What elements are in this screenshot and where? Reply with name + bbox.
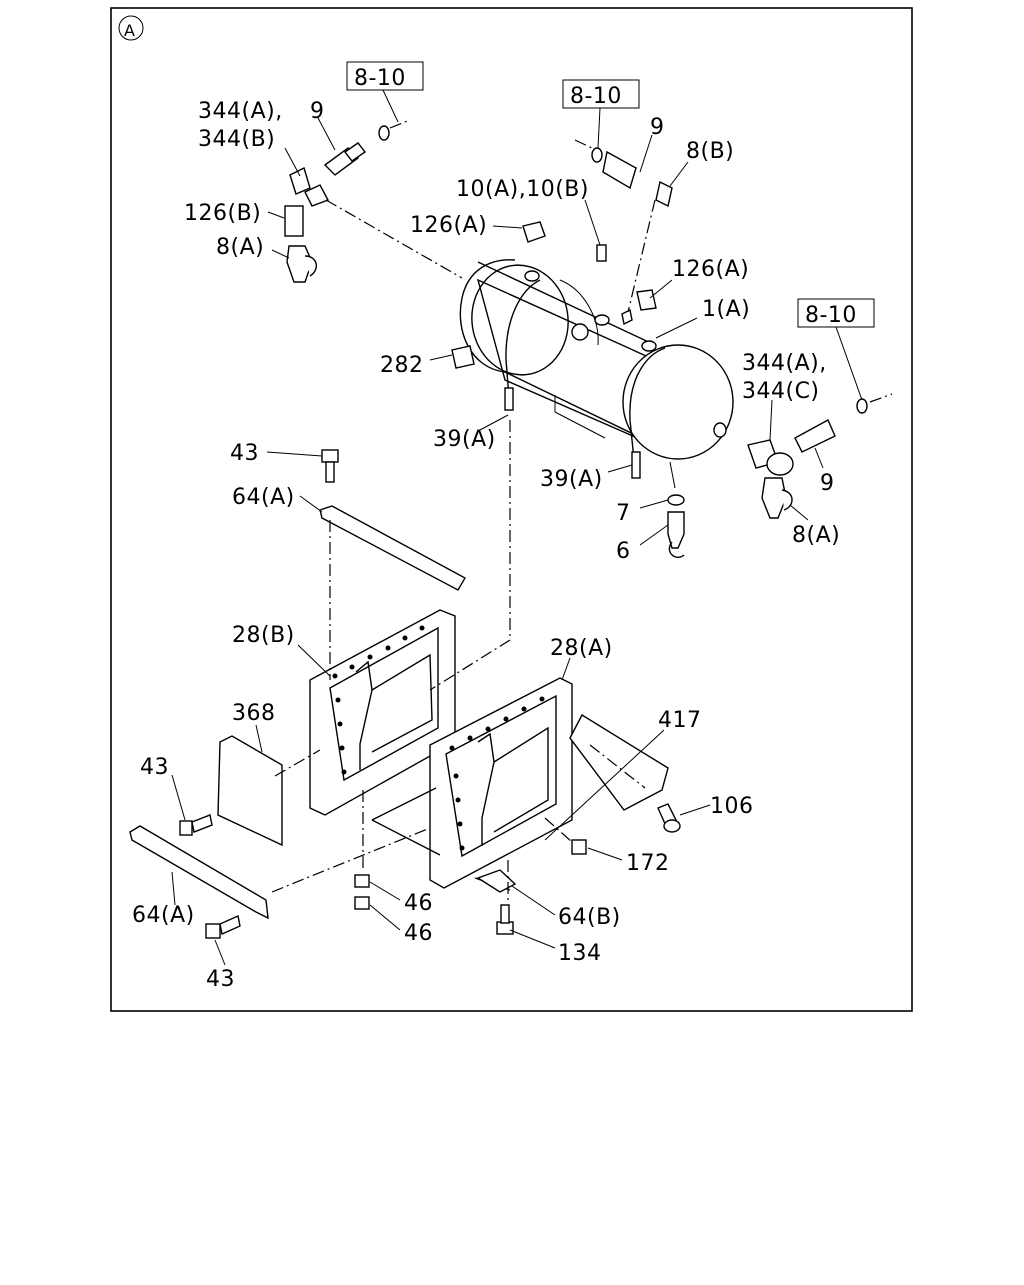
callout-6: 6	[616, 539, 631, 564]
bolt-134	[496, 904, 514, 935]
plate-368	[217, 735, 283, 847]
callout-64b: 64(B)	[558, 905, 621, 930]
callout-8a-top-left: 8(A)	[216, 235, 264, 260]
nut-46-a	[354, 874, 370, 888]
callout-9-right: 9	[820, 471, 835, 496]
fitting-group-top-right	[451, 147, 673, 369]
callout-368: 368	[232, 701, 276, 726]
callout-7: 7	[616, 501, 631, 526]
section-ref-3-label: 8-10	[805, 303, 857, 328]
callout-46-b: 46	[404, 921, 433, 946]
callout-344a-top-left: 344(A),	[198, 99, 283, 124]
tank-strap-left	[505, 279, 541, 411]
callout-106: 106	[710, 794, 754, 819]
callout-8b: 8(B)	[686, 139, 734, 164]
section-ref-3: 8-10	[797, 298, 875, 328]
view-marker-label: A	[124, 21, 135, 40]
nut-46-b	[354, 896, 370, 910]
strap-thread-left	[504, 387, 514, 411]
callout-labels: 344(A), 9 344(B) 126(B) 8(A) 10(A),10(B)…	[132, 99, 840, 992]
callout-43-left: 43	[140, 755, 169, 780]
section-ref-2: 8-10	[562, 79, 640, 109]
nut-172	[571, 839, 587, 855]
air-tank	[459, 259, 734, 489]
callout-126a-right: 126(A)	[672, 257, 749, 282]
bolt-43-top	[321, 449, 339, 483]
bolt-106	[657, 803, 681, 833]
drain-valve	[667, 494, 685, 559]
callout-282: 282	[380, 353, 424, 378]
callout-8a-right: 8(A)	[792, 523, 840, 548]
tank-strap-right	[629, 347, 666, 471]
callout-9-top-right: 9	[650, 115, 665, 140]
fitting-group-right	[747, 398, 868, 519]
callout-43-bottom: 43	[206, 967, 235, 992]
frame-holes	[332, 625, 545, 851]
leader-lines	[171, 89, 863, 966]
callout-344c: 344(C)	[742, 379, 820, 404]
callout-344b: 344(B)	[198, 127, 275, 152]
callout-9-top-left: 9	[310, 99, 325, 124]
callout-126a-top: 126(A)	[410, 213, 487, 238]
callout-344a-right: 344(A),	[742, 351, 827, 376]
section-ref-1-label: 8-10	[354, 66, 406, 91]
callout-28b: 28(B)	[232, 623, 295, 648]
frame-28b	[309, 609, 456, 816]
callout-39a-left: 39(A)	[433, 427, 496, 452]
fitting-group-top-left	[284, 125, 390, 283]
bracket-64a-top	[319, 505, 466, 591]
callout-39a-right: 39(A)	[540, 467, 603, 492]
callout-46-a: 46	[404, 891, 433, 916]
callout-126b: 126(B)	[184, 201, 261, 226]
callout-28a: 28(A)	[550, 636, 613, 661]
bracket-64a-bottom	[129, 825, 269, 920]
frame-28a	[429, 677, 573, 889]
callout-1a: 1(A)	[702, 297, 750, 322]
center-lines	[271, 119, 893, 900]
callout-64a-top: 64(A)	[232, 485, 295, 510]
bolt-43-left	[179, 814, 213, 836]
callout-10a-10b: 10(A),10(B)	[456, 177, 589, 202]
view-marker: A	[118, 15, 144, 41]
plate-417	[569, 714, 669, 811]
callout-134: 134	[558, 941, 602, 966]
bracket-64b	[476, 869, 517, 893]
callout-172: 172	[626, 851, 670, 876]
callout-43-top: 43	[230, 441, 259, 466]
section-ref-1: 8-10	[346, 61, 424, 91]
strap-thread-right	[631, 451, 641, 479]
bolt-43-bottom	[205, 915, 241, 939]
diagram-border	[110, 7, 913, 1012]
callout-64a-bottom: 64(A)	[132, 903, 195, 928]
callout-417: 417	[658, 708, 702, 733]
section-ref-2-label: 8-10	[570, 84, 622, 109]
